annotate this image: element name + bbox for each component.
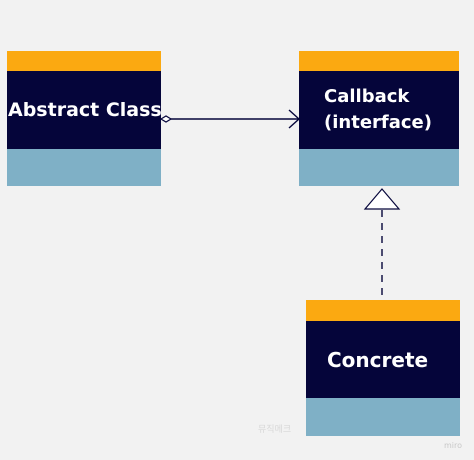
abstract-class-body: Abstract Class — [7, 71, 162, 149]
abstract-class-header — [7, 51, 161, 71]
concrete-box[interactable]: Concrete — [306, 300, 460, 436]
concrete-label: Concrete — [327, 347, 429, 372]
callback-sublabel: (interface) — [324, 112, 432, 133]
aggregation-diamond — [159, 115, 173, 123]
callback-body: Callback (interface) — [299, 71, 459, 149]
abstract-class-label: Abstract Class — [8, 99, 162, 121]
concrete-header — [306, 300, 460, 321]
realization-connector — [363, 188, 401, 300]
abstract-class-box[interactable]: Abstract Class — [7, 51, 162, 186]
abstract-class-footer — [7, 149, 161, 186]
concrete-footer — [306, 398, 460, 436]
callback-header — [299, 51, 459, 71]
callback-label: Callback — [324, 86, 410, 107]
miro-watermark: miro — [443, 441, 462, 450]
aggregation-connector — [159, 109, 301, 129]
realization-triangle — [363, 188, 401, 210]
callback-box[interactable]: Callback (interface) — [299, 51, 459, 186]
center-watermark: 뮤직메크 — [258, 425, 292, 435]
callback-footer — [299, 149, 459, 186]
concrete-body: Concrete — [306, 321, 460, 398]
